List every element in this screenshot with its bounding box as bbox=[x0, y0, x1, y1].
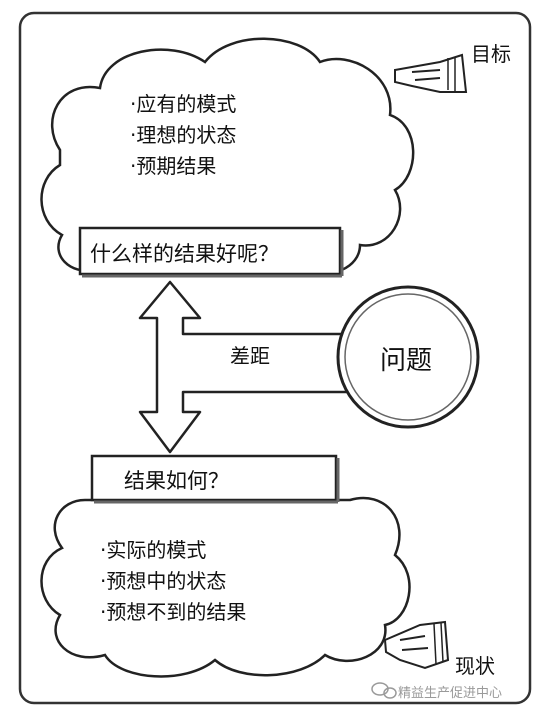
gap-double-arrow bbox=[138, 280, 352, 454]
outer-frame bbox=[18, 11, 532, 705]
list-item: ·预想中的状态 bbox=[100, 569, 227, 593]
problem-circle bbox=[336, 285, 480, 429]
list-item: ·预期结果 bbox=[130, 154, 217, 178]
question-top-box bbox=[78, 226, 342, 276]
pointing-hand-current-icon bbox=[383, 620, 450, 670]
list-item: ·应有的模式 bbox=[130, 92, 237, 116]
gap-label: 差距 bbox=[230, 344, 270, 368]
current-cloud bbox=[40, 496, 411, 678]
target-cloud bbox=[40, 37, 415, 275]
target-label: 目标 bbox=[471, 42, 511, 66]
pointing-hand-target-icon bbox=[394, 53, 468, 93]
current-cloud-list: ·实际的模式 ·预想中的状态 ·预想不到的结果 bbox=[100, 535, 246, 628]
question-bottom-text: 结果如何？ bbox=[124, 469, 229, 493]
list-item: ·实际的模式 bbox=[100, 538, 207, 562]
question-bottom-box bbox=[90, 454, 338, 502]
watermark-text: 精益生产促进中心 bbox=[398, 686, 503, 701]
list-item: ·预想不到的结果 bbox=[100, 600, 247, 624]
list-item: ·理想的状态 bbox=[130, 123, 237, 147]
target-cloud-list: ·应有的模式 ·理想的状态 ·预期结果 bbox=[130, 89, 236, 182]
question-top-text: 什么样的结果好呢？ bbox=[90, 242, 279, 266]
wechat-logo-icon bbox=[371, 682, 397, 699]
problem-label: 问题 bbox=[380, 346, 433, 376]
current-label: 现状 bbox=[455, 654, 495, 678]
